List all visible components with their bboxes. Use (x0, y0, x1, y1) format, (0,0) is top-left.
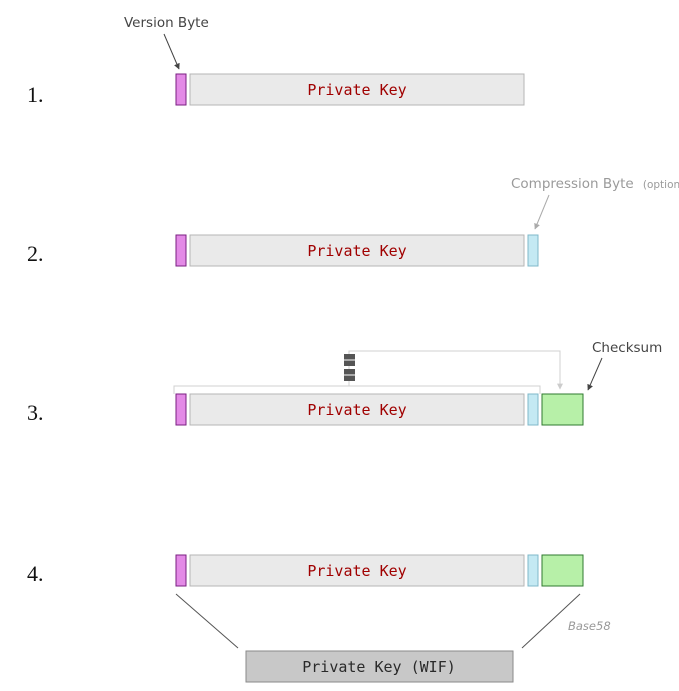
step-4-number: 4. (27, 561, 44, 586)
base58-label: Base58 (568, 619, 611, 633)
hash-flow-line (348, 350, 563, 390)
checksum-block (541, 393, 584, 426)
hash-input-bracket (173, 385, 541, 394)
private-key-block (189, 554, 525, 587)
checksum-block (541, 554, 584, 587)
compression-byte-arrow (534, 194, 550, 230)
private-key-block (189, 73, 525, 106)
version-byte-arrow (163, 33, 180, 70)
step-4: 4. Private Key Base58 Private Key (WIF) (27, 554, 611, 683)
compression-byte-text: Compression Byte (511, 176, 634, 192)
version-byte-callout: Version Byte (124, 15, 209, 31)
private-key-block (189, 393, 525, 426)
private-key-block (189, 234, 525, 267)
compression-byte-callout: Compression Byte (optional) (511, 173, 679, 192)
version-byte-block (175, 393, 187, 426)
version-byte-block (175, 554, 187, 587)
private-key-label: Private Key (307, 562, 406, 580)
checksum-callout: Checksum (592, 340, 662, 356)
step-1: 1. Version Byte Private Key (27, 15, 525, 107)
step-3-number: 3. (27, 400, 44, 425)
step-2: 2. Compression Byte (optional) Private K… (27, 173, 679, 267)
double-hash-icon (344, 354, 355, 381)
compression-byte-block (527, 234, 539, 267)
compression-byte-block (527, 554, 539, 587)
wif-key-label: Private Key (WIF) (302, 658, 456, 676)
compression-optional-text: (optional) (643, 179, 679, 191)
version-byte-block (175, 73, 187, 106)
step-1-number: 1. (27, 82, 44, 107)
private-key-label: Private Key (307, 81, 406, 99)
version-byte-block (175, 234, 187, 267)
encode-line-left (175, 593, 239, 649)
wif-key-block (245, 650, 514, 683)
checksum-arrow (587, 357, 603, 391)
step-2-number: 2. (27, 241, 44, 266)
private-key-label: Private Key (307, 401, 406, 419)
encode-line-right (521, 593, 581, 649)
private-key-label: Private Key (307, 242, 406, 260)
step-3: 3. Checksum Private Key (27, 340, 662, 426)
compression-byte-block (527, 393, 539, 426)
